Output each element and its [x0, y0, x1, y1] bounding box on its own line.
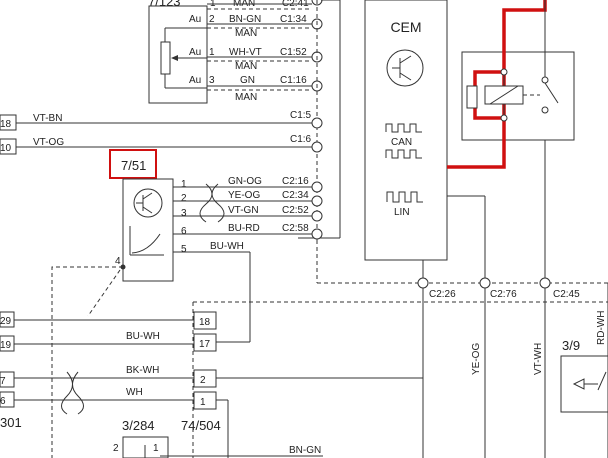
left-wire-row: 10 VT-OG C1:6 [0, 134, 323, 155]
transistor-icon [386, 49, 424, 87]
svg-text:C1:6: C1:6 [290, 134, 312, 145]
svg-text:1: 1 [209, 47, 215, 58]
svg-text:C2:45: C2:45 [553, 289, 580, 300]
svg-text:BN-GN: BN-GN [289, 445, 321, 456]
svg-text:1: 1 [181, 179, 187, 190]
svg-text:C2:34: C2:34 [282, 190, 309, 201]
svg-text:VT-WH: VT-WH [533, 343, 544, 375]
svg-text:Au: Au [189, 75, 201, 86]
svg-text:GN-OG: GN-OG [228, 176, 262, 187]
lower-connector-pin: 19 17 BU-WH [0, 331, 217, 352]
lower-connector-pin: 6 1 WH [0, 387, 229, 458]
svg-text:7: 7 [0, 376, 6, 387]
twisted-pair-icon [199, 183, 225, 223]
transistor-icon [133, 188, 163, 218]
potentiometer-symbol [160, 41, 171, 75]
svg-text:Au: Au [189, 14, 201, 25]
svg-text:VT-BN: VT-BN [33, 113, 62, 124]
svg-text:RD-WH: RD-WH [596, 311, 607, 345]
svg-text:GN: GN [240, 75, 255, 86]
cem-title: CEM [390, 19, 421, 35]
svg-text:YE-OG: YE-OG [228, 190, 260, 201]
curve-icon [129, 226, 164, 256]
svg-text:C2:58: C2:58 [282, 223, 309, 234]
lin-label: LIN [394, 207, 410, 218]
svg-text:3: 3 [181, 208, 187, 219]
sensor-pin-row: 1 GN-OG C2:16 [173, 176, 323, 193]
can-bus-icon [385, 123, 422, 159]
svg-text:18: 18 [199, 317, 211, 328]
svg-text:19: 19 [0, 340, 12, 351]
svg-text:1: 1 [200, 397, 206, 408]
svg-text:29: 29 [0, 316, 12, 327]
svg-text:MAN: MAN [235, 28, 257, 39]
lower-connector-pin: 7 2 BK-WH [0, 365, 423, 388]
svg-text:WH-VT: WH-VT [229, 47, 262, 58]
left-wire-row: 18 VT-BN C1:5 [0, 110, 323, 131]
sensor-pin-row: 2 YE-OG C2:34 [173, 190, 323, 207]
svg-text:C2:76: C2:76 [490, 289, 517, 300]
svg-text:MAN: MAN [235, 61, 257, 72]
resistor-icon [466, 85, 478, 109]
component-label-74-504: 74/504 [181, 418, 221, 433]
component-label-7-123: 7/123 [148, 0, 181, 9]
svg-text:BK-WH: BK-WH [126, 365, 159, 376]
svg-text:18: 18 [0, 119, 12, 130]
sensor-pin-row: 6 BU-RD C2:58 [173, 223, 323, 240]
svg-text:17: 17 [199, 339, 211, 350]
cem-module-box[interactable] [364, 0, 448, 261]
arrow-icon [171, 55, 178, 61]
svg-text:2: 2 [181, 193, 187, 204]
svg-text:2: 2 [209, 14, 215, 25]
can-label: CAN [391, 137, 412, 148]
svg-text:C2:16: C2:16 [282, 176, 309, 187]
svg-text:C2:26: C2:26 [429, 289, 456, 300]
svg-text:VT-OG: VT-OG [33, 137, 64, 148]
svg-text:6: 6 [181, 226, 187, 237]
svg-text:BU-RD: BU-RD [228, 223, 260, 234]
left-label-301: 301 [0, 415, 22, 430]
svg-text:6: 6 [0, 396, 6, 407]
highlight-box [109, 149, 157, 179]
component-label-7-51: 7/51 [121, 158, 146, 173]
svg-text:BU-WH: BU-WH [126, 331, 160, 342]
svg-text:BU-WH: BU-WH [210, 241, 244, 252]
pin-row: Au 3 GN C1:16 MAN [189, 75, 323, 103]
component-label-3-284: 3/284 [122, 418, 155, 433]
svg-text:10: 10 [0, 143, 12, 154]
svg-text:C2:52: C2:52 [282, 205, 309, 216]
sensor-pin-row: 5 BU-WH [173, 241, 251, 343]
svg-text:Au: Au [189, 47, 201, 58]
component-7-123-box[interactable] [148, 5, 208, 104]
component-label-3-9: 3/9 [562, 338, 580, 353]
sensor-pin-row: 3 VT-GN C2:52 [173, 205, 323, 222]
svg-text:WH: WH [126, 387, 143, 398]
sensor-7-51-box[interactable] [122, 178, 174, 282]
svg-text:C1:5: C1:5 [290, 110, 312, 121]
svg-text:C1:16: C1:16 [280, 75, 307, 86]
lower-connector-pin: 29 18 [0, 311, 217, 330]
twisted-pair-icon [61, 371, 84, 415]
svg-text:2: 2 [113, 443, 119, 454]
svg-text:3: 3 [209, 75, 215, 86]
pin-row: Au 2 BN-GN C1:34 MAN [189, 14, 323, 39]
svg-text:5: 5 [181, 244, 187, 255]
svg-text:C1:52: C1:52 [280, 47, 307, 58]
svg-text:MAN: MAN [235, 92, 257, 103]
svg-text:1: 1 [153, 443, 159, 454]
svg-text:2: 2 [200, 375, 206, 386]
pin-row: Au 1 WH-VT C1:52 MAN [189, 47, 323, 72]
svg-text:4: 4 [115, 256, 121, 267]
svg-text:BN-GN: BN-GN [229, 14, 261, 25]
svg-text:VT-GN: VT-GN [228, 205, 259, 216]
svg-text:C1:34: C1:34 [280, 14, 307, 25]
lin-bus-icon [386, 191, 423, 203]
svg-text:YE-OG: YE-OG [471, 343, 482, 375]
